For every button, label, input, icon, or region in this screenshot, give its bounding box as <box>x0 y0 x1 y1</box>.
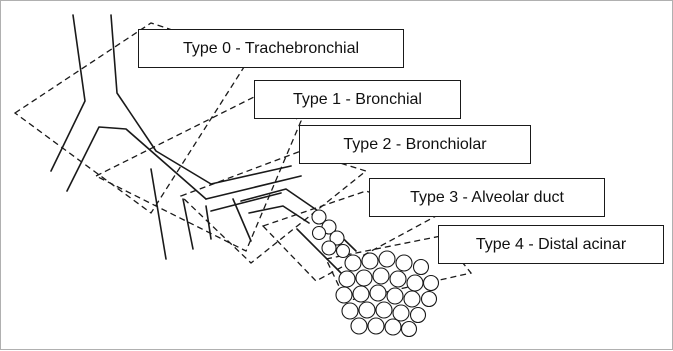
alveolus <box>362 253 378 269</box>
alveolus <box>402 322 417 337</box>
carina <box>67 127 206 199</box>
alveolus <box>396 255 412 271</box>
alveolus <box>414 260 429 275</box>
alveolus <box>313 227 326 240</box>
alveolus <box>353 286 369 302</box>
alveolus <box>339 271 355 287</box>
alveolus <box>390 271 406 287</box>
alveolus <box>336 287 352 303</box>
alveolus <box>337 245 350 258</box>
alveolus <box>368 318 384 334</box>
alveolus <box>322 241 336 255</box>
label-type-0: Type 0 - Trachebronchial <box>138 29 404 68</box>
bronchiole-lower <box>249 206 309 223</box>
alveolus <box>379 251 395 267</box>
alveolus <box>422 292 437 307</box>
alveolus <box>342 303 358 319</box>
alveolus <box>373 268 389 284</box>
alveolus <box>411 308 426 323</box>
alveolus <box>404 291 420 307</box>
alveolus <box>385 319 401 335</box>
alveolus <box>376 302 392 318</box>
alveolus <box>387 288 403 304</box>
lower-bronchus-upper-wall <box>206 176 301 199</box>
alveolus <box>351 318 367 334</box>
mid-branch-b <box>233 199 251 241</box>
region-type-1 <box>96 96 301 251</box>
alveolus <box>407 275 423 291</box>
label-type-3: Type 3 - Alveolar duct <box>369 178 605 217</box>
alveolus <box>393 305 409 321</box>
label-type-1: Type 1 - Bronchial <box>254 80 461 119</box>
label-type-2: Type 2 - Bronchiolar <box>299 125 531 164</box>
alveolus <box>356 270 372 286</box>
alveolus <box>370 285 386 301</box>
label-type-4: Type 4 - Distal acinar <box>438 225 664 264</box>
alveolus <box>345 255 361 271</box>
descending-branch-left <box>151 169 166 259</box>
trachea-left-wall <box>51 15 85 171</box>
alveolus <box>424 276 439 291</box>
alveolus <box>359 302 375 318</box>
